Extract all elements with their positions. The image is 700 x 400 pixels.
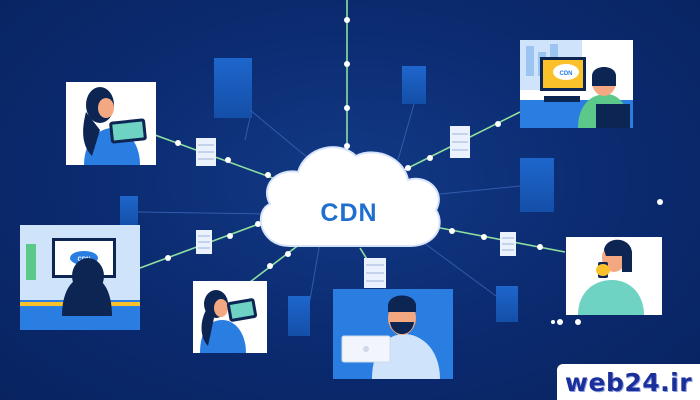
cloud-shape — [261, 147, 440, 246]
user-panel-desktop-man: CDN — [520, 40, 633, 128]
server-block — [214, 58, 252, 118]
user-panel-tablet-woman — [66, 82, 156, 165]
user-panel-caller-woman — [566, 237, 662, 315]
relay-server — [450, 126, 470, 158]
relay-server — [196, 138, 216, 166]
server-block — [288, 296, 310, 336]
cdn-cloud: CDN — [261, 147, 440, 246]
server-block — [520, 158, 554, 212]
user-panel-phone-woman — [193, 281, 267, 353]
watermark-badge: web24.ir — [557, 364, 700, 400]
user-panel-monitor-viewer: CDN — [20, 225, 140, 330]
server-block — [496, 286, 518, 322]
user-panel-laptop-man — [333, 289, 453, 379]
server-block — [120, 196, 138, 226]
screen-cdn-label: CDN — [560, 71, 573, 77]
relay-server — [196, 230, 212, 254]
relay-server — [364, 258, 386, 288]
relay-server — [500, 232, 516, 256]
cdn-label: CDN — [320, 199, 377, 227]
watermark-text: web24.ir — [565, 368, 692, 397]
server-block — [402, 66, 426, 104]
